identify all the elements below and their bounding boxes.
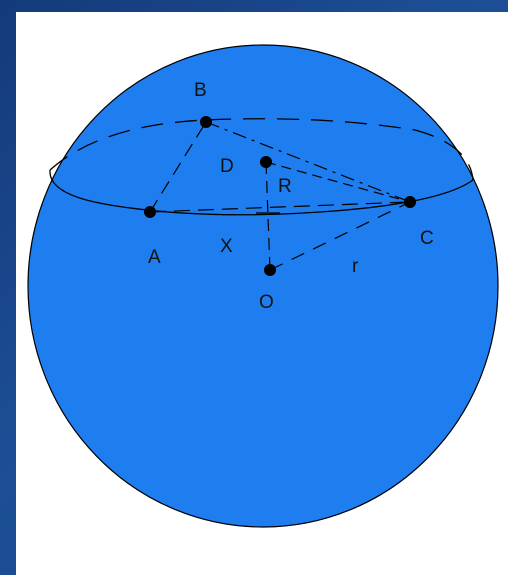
segment-OC <box>269 201 411 271</box>
segment-AC <box>149 201 411 213</box>
segment-DC <box>265 161 411 203</box>
label-X: X <box>220 236 233 257</box>
point-O <box>264 264 276 276</box>
section-circle-front <box>49 169 474 216</box>
label-D: D <box>220 156 234 177</box>
section-circle-back <box>49 118 474 181</box>
segment-BC <box>205 121 411 203</box>
point-B <box>200 116 212 128</box>
point-C <box>404 196 416 208</box>
point-D <box>260 156 272 168</box>
segment-AB <box>149 121 207 213</box>
point-A <box>144 206 156 218</box>
label-O: O <box>259 292 274 313</box>
label-r: r <box>352 256 359 277</box>
label-A: A <box>148 247 161 268</box>
label-B: B <box>194 80 207 101</box>
label-C: C <box>420 228 434 249</box>
label-R: R <box>278 176 292 197</box>
sphere <box>27 44 499 528</box>
